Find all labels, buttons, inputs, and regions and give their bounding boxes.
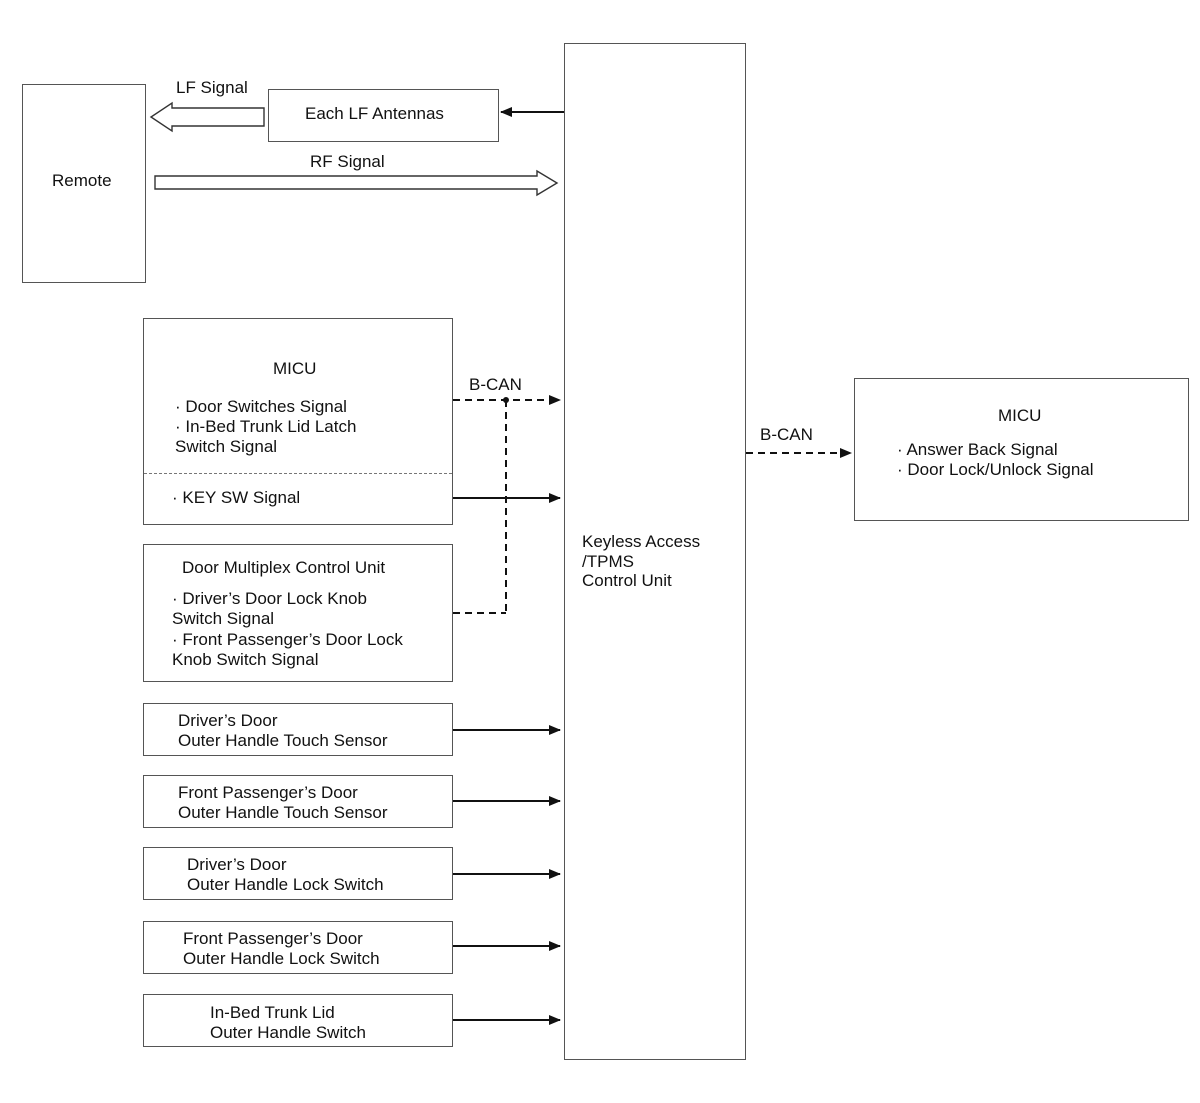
input-line2: Outer Handle Lock Switch (183, 949, 380, 968)
input-line1: Front Passenger’s Door (178, 783, 358, 802)
micu-divider (144, 473, 452, 474)
control-unit-line3: Control Unit (582, 571, 672, 590)
micu-answer-back: · Answer Back Signal (897, 440, 1058, 459)
input-line1: Driver’s Door (178, 711, 278, 730)
door-multiplex-title: Door Multiplex Control Unit (182, 558, 386, 577)
lf-antennas-label: Each LF Antennas (305, 104, 444, 123)
remote-box: Remote (22, 84, 146, 283)
door-multiplex-box: Door Multiplex Control Unit · Driver’s D… (143, 544, 453, 682)
input-line2: Outer Handle Switch (210, 1023, 366, 1042)
input-box-trunk-switch: In-Bed Trunk Lid Outer Handle Switch (143, 994, 453, 1047)
input-line2: Outer Handle Touch Sensor (178, 803, 388, 822)
micu-door-lock-unlock: · Door Lock/Unlock Signal (897, 460, 1094, 479)
input-box-driver-lock: Driver’s Door Outer Handle Lock Switch (143, 847, 453, 900)
input-box-driver-touch: Driver’s Door Outer Handle Touch Sensor (143, 703, 453, 756)
micu-trunk-latch: · In-Bed Trunk Lid Latch (175, 417, 357, 436)
lf-antennas-box: Each LF Antennas (268, 89, 499, 142)
door-mux-line2: Switch Signal (172, 609, 275, 628)
input-line2: Outer Handle Touch Sensor (178, 731, 388, 750)
door-mux-line4: Knob Switch Signal (172, 650, 319, 669)
input-box-passenger-touch: Front Passenger’s Door Outer Handle Touc… (143, 775, 453, 828)
rf-signal-label: RF Signal (310, 152, 385, 171)
input-line1: Driver’s Door (187, 855, 287, 874)
input-line1: Front Passenger’s Door (183, 929, 363, 948)
bcan-out-label: B-CAN (760, 425, 813, 444)
input-line1: In-Bed Trunk Lid (210, 1003, 335, 1022)
rf-signal-arrow (154, 169, 559, 197)
micu-door-switches: · Door Switches Signal (175, 397, 347, 416)
door-mux-line3: · Front Passenger’s Door Lock (172, 630, 403, 649)
micu-trunk-latch-cont: Switch Signal (175, 437, 278, 456)
remote-label: Remote (52, 171, 112, 190)
keyless-control-unit-box: Keyless Access /TPMS Control Unit (564, 43, 746, 1060)
micu-input-title: MICU (273, 359, 317, 378)
control-unit-line2: /TPMS (582, 552, 634, 571)
input-box-passenger-lock: Front Passenger’s Door Outer Handle Lock… (143, 921, 453, 974)
control-unit-line1: Keyless Access (582, 532, 701, 551)
micu-output-title: MICU (998, 406, 1042, 425)
micu-key-sw: · KEY SW Signal (172, 488, 301, 507)
door-mux-line1: · Driver’s Door Lock Knob (172, 589, 367, 608)
bcan-in-label: B-CAN (469, 375, 522, 394)
input-line2: Outer Handle Lock Switch (187, 875, 384, 894)
micu-input-box: MICU · Door Switches Signal · In-Bed Tru… (143, 318, 453, 525)
micu-output-box: MICU · Answer Back Signal · Door Lock/Un… (854, 378, 1189, 521)
lf-signal-arrow (149, 101, 265, 133)
lf-signal-label: LF Signal (176, 78, 248, 97)
